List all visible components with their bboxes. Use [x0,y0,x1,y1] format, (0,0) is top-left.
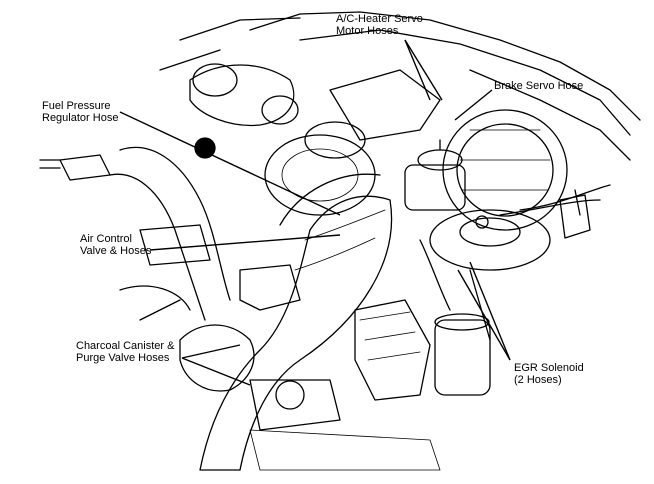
leader-brake-servo [454,89,493,121]
label-ac-heater-hoses: A/C-Heater Servo Motor Hoses [336,13,423,37]
label-egr-line1: EGR Solenoid [514,362,584,374]
leader-ac-heater-1 [404,39,431,101]
label-charcoal-line2: Purge Valve Hoses [76,352,170,364]
leader-air-control [149,234,341,251]
leader-egr-2 [469,261,511,361]
label-fuel-pressure-line1: Fuel Pressure [42,100,111,112]
leader-charcoal-1 [181,344,241,359]
firewall [159,17,301,71]
throttle-assembly [264,134,376,216]
label-brake-servo-line1: Brake Servo Hose [494,80,584,92]
canister [434,319,491,396]
label-egr-solenoid: EGR Solenoid (2 Hoses) [514,362,584,386]
brake-booster [442,109,568,231]
label-air-control-line1: Air Control [80,233,132,245]
label-fuel-pressure-hose: Fuel Pressure Regulator Hose [42,100,118,124]
leader-ac-heater-2 [404,39,443,101]
leader-egr-1 [457,269,511,361]
label-ac-heater-line2: Motor Hoses [336,25,399,37]
label-egr-line2: (2 Hoses) [514,374,562,386]
air-box [354,299,431,401]
label-fuel-pressure-line2: Regulator Hose [42,112,119,124]
label-air-control-valve: Air Control Valve & Hoses [80,233,151,257]
cowl-line [469,69,631,161]
leader-fuel-pressure [119,111,341,216]
master-cylinder [404,164,466,211]
intake-tube-upper [239,195,393,471]
label-charcoal-canister: Charcoal Canister & Purge Valve Hoses [76,340,174,364]
label-charcoal-line1: Charcoal Canister & [76,340,175,352]
brake-booster-ring [456,123,554,217]
fender-outline [249,11,641,121]
label-air-control-line2: Valve & Hoses [80,245,152,257]
label-brake-servo-hose: Brake Servo Hose [494,80,583,92]
label-ac-heater-line1: A/C-Heater Servo [336,13,423,25]
leader-charcoal-2 [181,357,251,386]
left-duct [109,146,231,321]
strut-tower [429,209,551,271]
intake-tube-lower [279,173,381,226]
fender-inner [299,29,631,136]
